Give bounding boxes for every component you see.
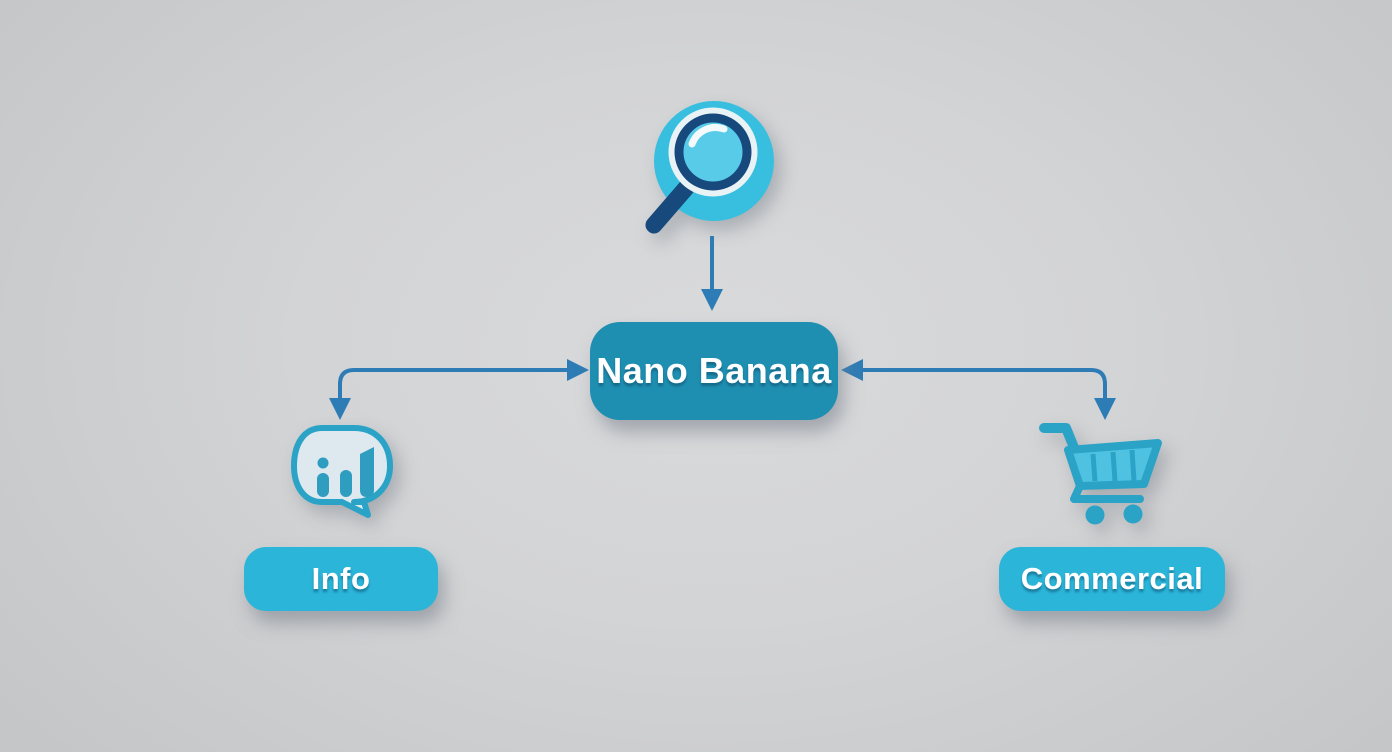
magnifier-lens-highlight [688,124,728,148]
chart-bar-tall [360,447,374,497]
cart-chassis [1070,482,1144,503]
cart-basket-stripes [1090,449,1137,482]
cart-wheel-left [1085,505,1105,525]
node-nano-banana-label: Nano Banana [596,350,832,391]
chat-analytics-icon [291,425,393,518]
magnifier-handle [645,179,695,234]
node-commercial-label: Commercial [1020,561,1204,596]
node-nano-banana: Nano Banana [590,322,838,420]
arrowhead-into-center-left [567,359,589,381]
node-info: Info [244,547,438,611]
cart-wheel-right [1123,504,1143,524]
node-info-label: Info [311,561,371,596]
chart-dot [317,457,329,469]
node-commercial: Commercial [999,547,1225,611]
magnifier-outer-ring [668,107,758,197]
bar-chart-glyph [317,447,374,497]
arrowhead-down-to-cart-icon [1094,398,1116,420]
arrow-right-elbow [862,368,1107,403]
shopping-cart-icon [1039,423,1162,525]
cart-handle [1039,423,1080,455]
arrowhead-into-center-top [701,289,723,311]
arrowhead-down-to-info-icon [329,398,351,420]
chart-bar-short [317,473,329,497]
speech-bubble [291,425,393,518]
arrowhead-into-center-right [841,359,863,381]
chart-bar-medium [340,470,352,497]
arrow-left-elbow [338,368,570,403]
magnifier-icon [645,101,774,234]
